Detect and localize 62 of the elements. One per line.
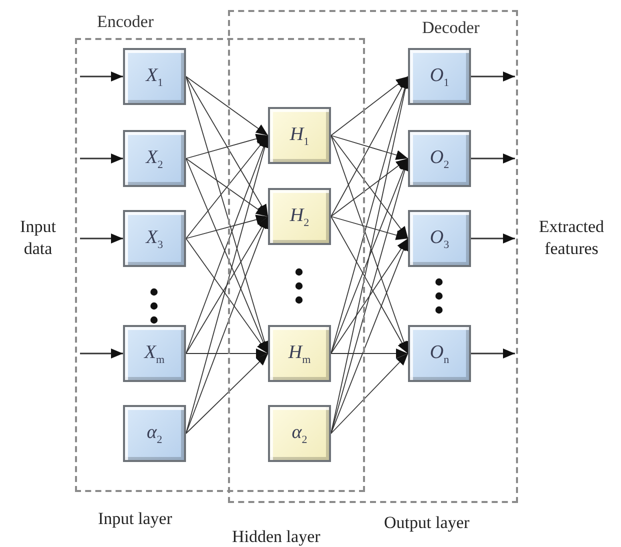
- arrow: [186, 348, 268, 358]
- neuron-label: H$_{1}$: [290, 124, 310, 148]
- arrow: [186, 135, 268, 239]
- arrow: [330, 353, 408, 434]
- layer-label: Extracted features: [538, 216, 606, 260]
- neuron-label: H$_{2}$: [290, 204, 310, 228]
- neuron-label: X$_{1}$: [146, 64, 164, 88]
- layer-label: Hidden layer: [232, 526, 322, 547]
- arrow: [186, 76, 268, 136]
- arrow: [186, 353, 268, 434]
- arrow: [330, 238, 408, 354]
- arrow: [186, 216, 268, 354]
- neuron-box: [408, 130, 471, 187]
- neuron-box: [268, 188, 331, 245]
- neuron-label: α$_{2}$: [146, 422, 162, 446]
- neuron-box: [408, 210, 471, 267]
- arrow: [330, 76, 408, 136]
- neuron-label: H$_{m}$: [288, 342, 311, 366]
- neuron-box: [123, 130, 186, 187]
- arrow: [80, 234, 123, 244]
- neuron-label: O$_{n}$: [430, 342, 450, 366]
- arrow: [330, 158, 408, 217]
- arrow: [186, 214, 268, 239]
- arrow: [330, 135, 408, 160]
- neuron-box: [268, 325, 331, 382]
- neuron-box: [268, 405, 331, 462]
- arrow: [471, 154, 515, 164]
- arrow: [186, 238, 268, 354]
- neuron-label: α$_{2}$: [292, 422, 308, 446]
- neuron-box: [123, 210, 186, 267]
- arrow: [80, 154, 123, 164]
- layer-label: Input layer: [98, 508, 174, 530]
- layer-label: Output layer: [384, 512, 470, 534]
- neuron-box: [123, 48, 186, 105]
- arrow: [330, 216, 408, 240]
- neuron-label: O$_{2}$: [430, 146, 450, 170]
- neuron-label: X$_{2}$: [146, 146, 164, 170]
- dashed-group-box: [228, 10, 518, 503]
- neuron-label: O$_{1}$: [430, 64, 450, 88]
- arrow: [471, 234, 515, 244]
- neuron-box: [268, 107, 331, 164]
- neuron-label: O$_{3}$: [430, 226, 450, 250]
- arrow: [186, 158, 268, 217]
- group-heading: Encoder: [97, 12, 154, 32]
- layer-label: Input data: [19, 216, 57, 260]
- arrow: [80, 72, 123, 82]
- arrow: [186, 134, 268, 159]
- arrow: [80, 348, 123, 358]
- arrow: [330, 348, 408, 358]
- neuron-label: X$_{3}$: [146, 226, 164, 250]
- neuron-box: [408, 325, 471, 382]
- arrow: [471, 72, 515, 82]
- neuron-label: X$_{m}$: [144, 342, 165, 366]
- arrow: [471, 348, 515, 358]
- neuron-box: [123, 325, 186, 382]
- arrow: [330, 216, 408, 354]
- arrow: [186, 76, 268, 217]
- neuron-box: [123, 405, 186, 462]
- group-heading: Decoder: [422, 18, 480, 38]
- arrow: [330, 238, 408, 434]
- neuron-box: [408, 48, 471, 105]
- arrow: [330, 135, 408, 239]
